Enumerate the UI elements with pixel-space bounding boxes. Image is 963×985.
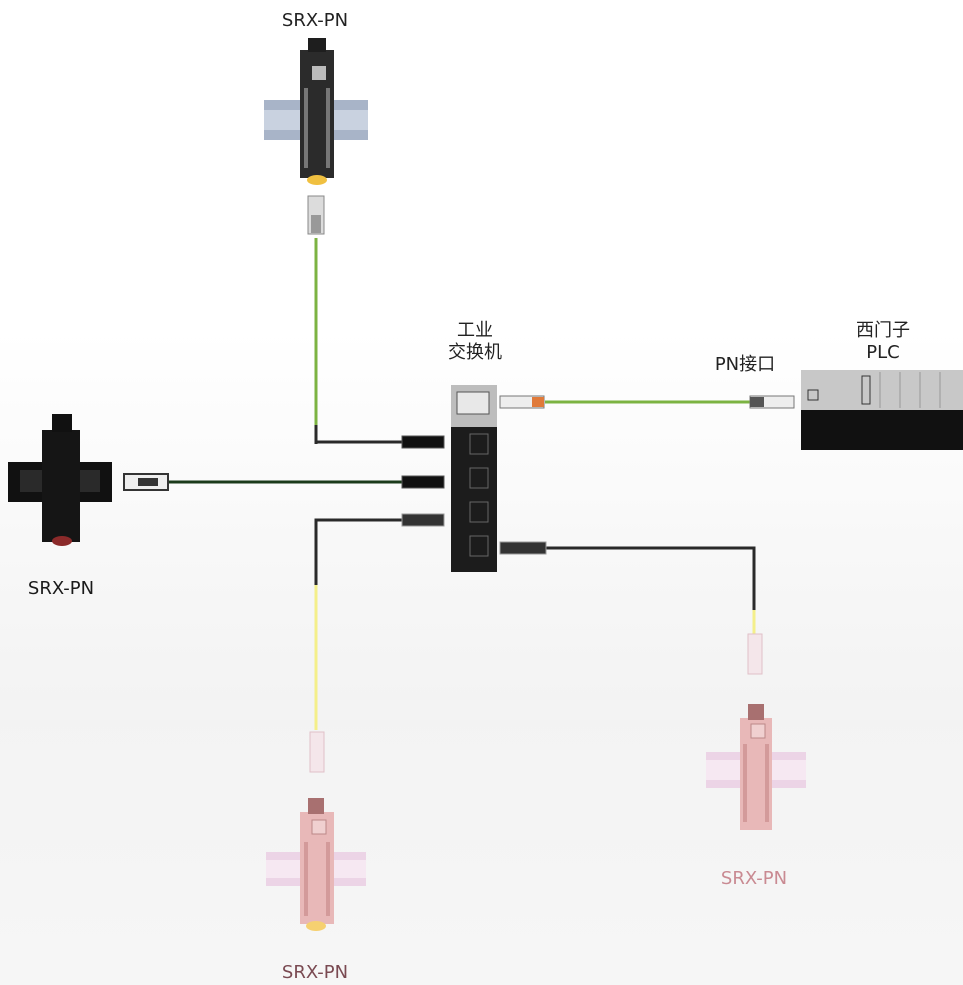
switch-icon [401,385,547,572]
label-pn-port: PN接口 [714,354,776,375]
label-device-left: SRX-PN [27,578,95,599]
module-status-led [52,536,72,546]
label-device-bottom: SRX-PN [281,962,349,983]
label-switch: 工业 交换机 [430,320,520,364]
module-status-led [306,921,326,931]
label-device-right: SRX-PN [720,868,788,889]
plc-top-panel [801,370,963,410]
module-top-cap [52,414,72,432]
cable-right-device-dark [546,546,756,610]
terminal-dots [304,88,330,168]
rj45-connector-icon [401,475,445,489]
io-module-icon [42,430,80,542]
label-device-top: SRX-PN [281,10,349,31]
switch-body [451,427,497,572]
cable-bottom-device-dark [314,518,402,585]
rj45-connector-icon [309,731,325,773]
switch-ports [469,433,489,557]
label-plc: 西门子 PLC [838,320,928,364]
label-plc-line1: 西门子 [856,320,910,341]
left-io-module [8,414,169,546]
module-top-cap [308,38,326,52]
right-io-module [706,633,806,830]
module-top-cap [748,704,764,720]
rj45-connector-icon [401,435,445,449]
cable-top-device [314,238,400,444]
label-plc-line2: PLC [866,342,900,363]
module-top-cap [308,798,324,814]
top-io-module [264,38,368,235]
label-switch-line1: 工业 [457,320,493,341]
bottom-io-module [266,731,366,931]
rj45-connector-icon [401,513,445,527]
label-switch-line2: 交换机 [448,342,502,363]
plc-body [801,410,963,450]
plc-icon [749,370,963,450]
rj45-port [312,66,326,80]
module-status-led [307,175,327,185]
connector-boot [532,397,544,407]
rj45-connector-icon [499,541,547,555]
rj45-connector-icon [747,633,763,675]
